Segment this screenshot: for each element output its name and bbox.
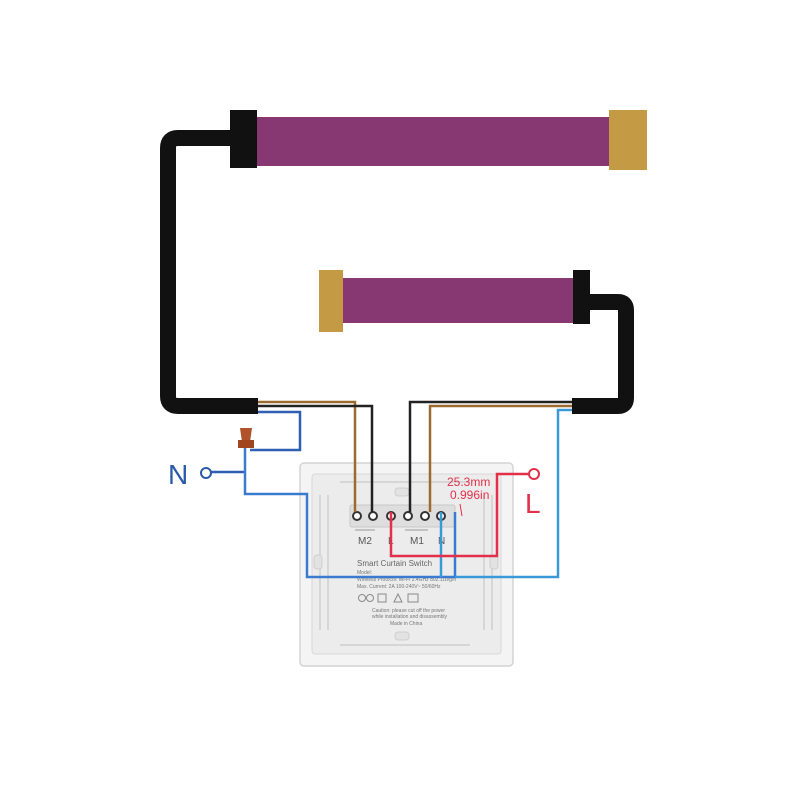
wire-bottom-motor-m1a [428,404,572,512]
live-supply: L [525,468,541,519]
device-protocol: Wireless Protocol: Wi-Fi 2.4GHz 802.11b/… [357,577,456,583]
brown-wires [258,400,572,512]
motor-bottom-cap [319,270,343,332]
device-origin: Made in China [390,621,422,627]
terminal-label-m1: M1 [410,536,424,547]
cable-bottom-motor [572,294,634,414]
wire-nut-connector [238,428,254,448]
neutral-label: N [168,459,188,490]
device-model: Model: [357,570,372,576]
device-title: Smart Curtain Switch [357,559,432,568]
motor-top-head [230,110,257,168]
certification-icons [358,592,419,603]
dimension-inch: 0.996in [450,488,489,502]
neutral-supply: N [168,459,212,490]
live-label: L [525,488,541,519]
motor-top [230,110,647,170]
live-terminal-circle [528,468,540,480]
motor-bottom [319,270,590,332]
wire-top-motor-neutral [250,410,302,452]
terminal-label-m2: M2 [358,536,372,547]
cable-top-motor [160,130,258,414]
strip-length-annotation: 25.3mm 0.996in [447,475,490,517]
wire-bottom-motor-m1b [408,400,572,512]
motor-bottom-head [573,270,590,324]
neutral-wires [210,408,572,579]
wire-bottom-motor-neutral [455,408,572,579]
device-warning-1: Caution: please cut off the power [372,608,445,614]
wire-top-motor-m2a [258,400,357,512]
wire-neutral-to-loop [243,448,457,579]
wire-top-motor-m2b [258,404,374,512]
motor-bottom-tube [340,278,575,323]
switch-screw-holes [313,487,499,641]
motor-top-cap [609,110,647,170]
dimension-leader [459,503,463,517]
device-current: Max. Current: 2A 100-240V~ 50/60Hz [357,584,441,590]
dimension-mm: 25.3mm [447,475,490,489]
neutral-terminal-circle [200,467,212,479]
motor-top-tube [255,117,610,166]
device-warning-2: while installation and disassembly [372,614,448,620]
wire-live [389,472,530,558]
